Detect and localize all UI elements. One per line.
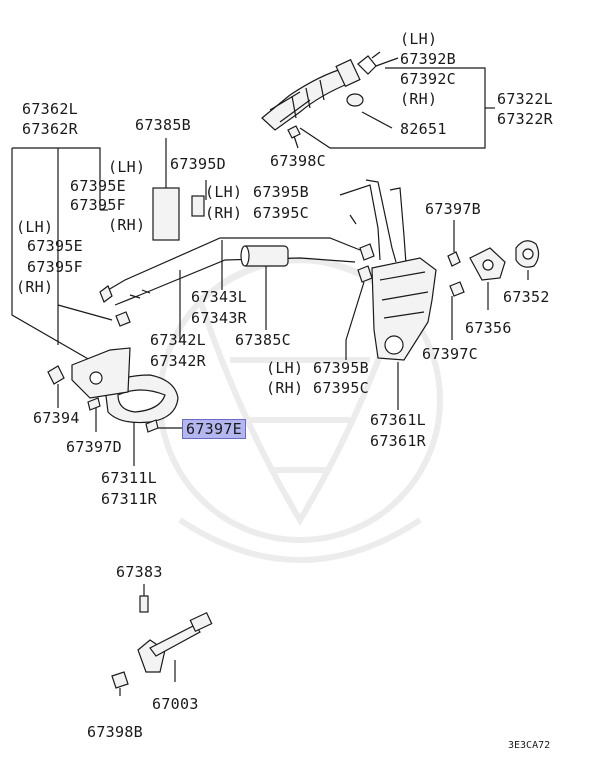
side-label-lh: (LH) [400, 30, 438, 48]
part-67343r[interactable]: 67343R [191, 309, 247, 327]
part-67322l[interactable]: 67322L [497, 90, 553, 108]
boot-67385c-icon [240, 245, 289, 330]
part-67352[interactable]: 67352 [503, 288, 550, 306]
part-67397b[interactable]: 67397B [425, 200, 481, 218]
clip-67395d-icon [191, 180, 207, 217]
boot-67385b-icon [152, 138, 180, 241]
part-67395b[interactable]: 67395B [313, 359, 369, 377]
part-67311r[interactable]: 67311R [101, 490, 157, 508]
part-67397c[interactable]: 67397C [422, 345, 478, 363]
part-67342r[interactable]: 67342R [150, 352, 206, 370]
part-67385b[interactable]: 67385B [135, 116, 191, 134]
rod-67342 [114, 257, 356, 306]
handle-bracket-icon [71, 347, 131, 399]
part-67395b-top[interactable]: 67395B [253, 183, 309, 201]
side-label-rh: (RH) [266, 379, 304, 397]
screw-67397d-icon [87, 397, 101, 432]
part-67398b[interactable]: 67398B [87, 723, 143, 741]
part-67395d[interactable]: 67395D [170, 155, 226, 173]
part-67356[interactable]: 67356 [465, 319, 512, 337]
part-67397d[interactable]: 67397D [66, 438, 122, 456]
part-67383[interactable]: 67383 [116, 563, 163, 581]
part-67395f-top[interactable]: 67395F [70, 196, 126, 214]
side-label-lh: (LH) [205, 183, 243, 201]
screw-67398c-icon [287, 125, 301, 149]
part-67361l[interactable]: 67361L [370, 411, 426, 429]
part-67342l[interactable]: 67342L [150, 331, 206, 349]
diagram-code: 3E3CA72 [508, 740, 551, 751]
part-67362r[interactable]: 67362R [22, 120, 78, 138]
part-67311l[interactable]: 67311L [101, 469, 157, 487]
side-label-lh: (LH) [16, 218, 54, 236]
part-67395f[interactable]: 67395F [27, 258, 83, 276]
part-67385c[interactable]: 67385C [235, 331, 291, 349]
part-67395e-top[interactable]: 67395E [70, 177, 126, 195]
screw-67397b-icon [447, 220, 461, 267]
clip-67394-icon [47, 365, 65, 385]
door-check-67003 [137, 611, 213, 682]
screw-67397e-icon [145, 419, 182, 433]
clip-67392-icon [357, 51, 381, 75]
door-lock-67361 [371, 257, 437, 361]
side-label-rh: (RH) [108, 216, 146, 234]
part-67394[interactable]: 67394 [33, 409, 80, 427]
side-label-rh: (RH) [400, 90, 438, 108]
part-67398c[interactable]: 67398C [270, 152, 326, 170]
bolt-67383-icon [139, 584, 149, 613]
side-label-rh: (RH) [16, 278, 54, 296]
rod-67343 [107, 237, 361, 291]
striker-67356-icon [469, 247, 506, 310]
part-67397e-highlighted[interactable]: 67397E [182, 419, 246, 439]
part-67395c[interactable]: 67395C [313, 379, 369, 397]
part-82651[interactable]: 82651 [400, 120, 447, 138]
part-67343l[interactable]: 67343L [191, 288, 247, 306]
watermark-emblem [157, 257, 443, 563]
side-label-lh: (LH) [266, 359, 304, 377]
shim-67352-icon [515, 240, 540, 280]
outside-handle-67322 [261, 58, 361, 131]
cap-82651-icon [346, 93, 364, 107]
part-67392b[interactable]: 67392B [400, 50, 456, 68]
screw-67397c-icon [449, 281, 465, 340]
part-67003[interactable]: 67003 [152, 695, 199, 713]
part-67362l[interactable]: 67362L [22, 100, 78, 118]
part-67322r[interactable]: 67322R [497, 110, 553, 128]
side-label-rh: (RH) [205, 204, 243, 222]
part-67392c[interactable]: 67392C [400, 70, 456, 88]
bolt-67398b-icon [111, 671, 129, 696]
part-67395c-top[interactable]: 67395C [253, 204, 309, 222]
part-67395e[interactable]: 67395E [27, 237, 83, 255]
side-label-lh: (LH) [108, 158, 146, 176]
part-67361r[interactable]: 67361R [370, 432, 426, 450]
